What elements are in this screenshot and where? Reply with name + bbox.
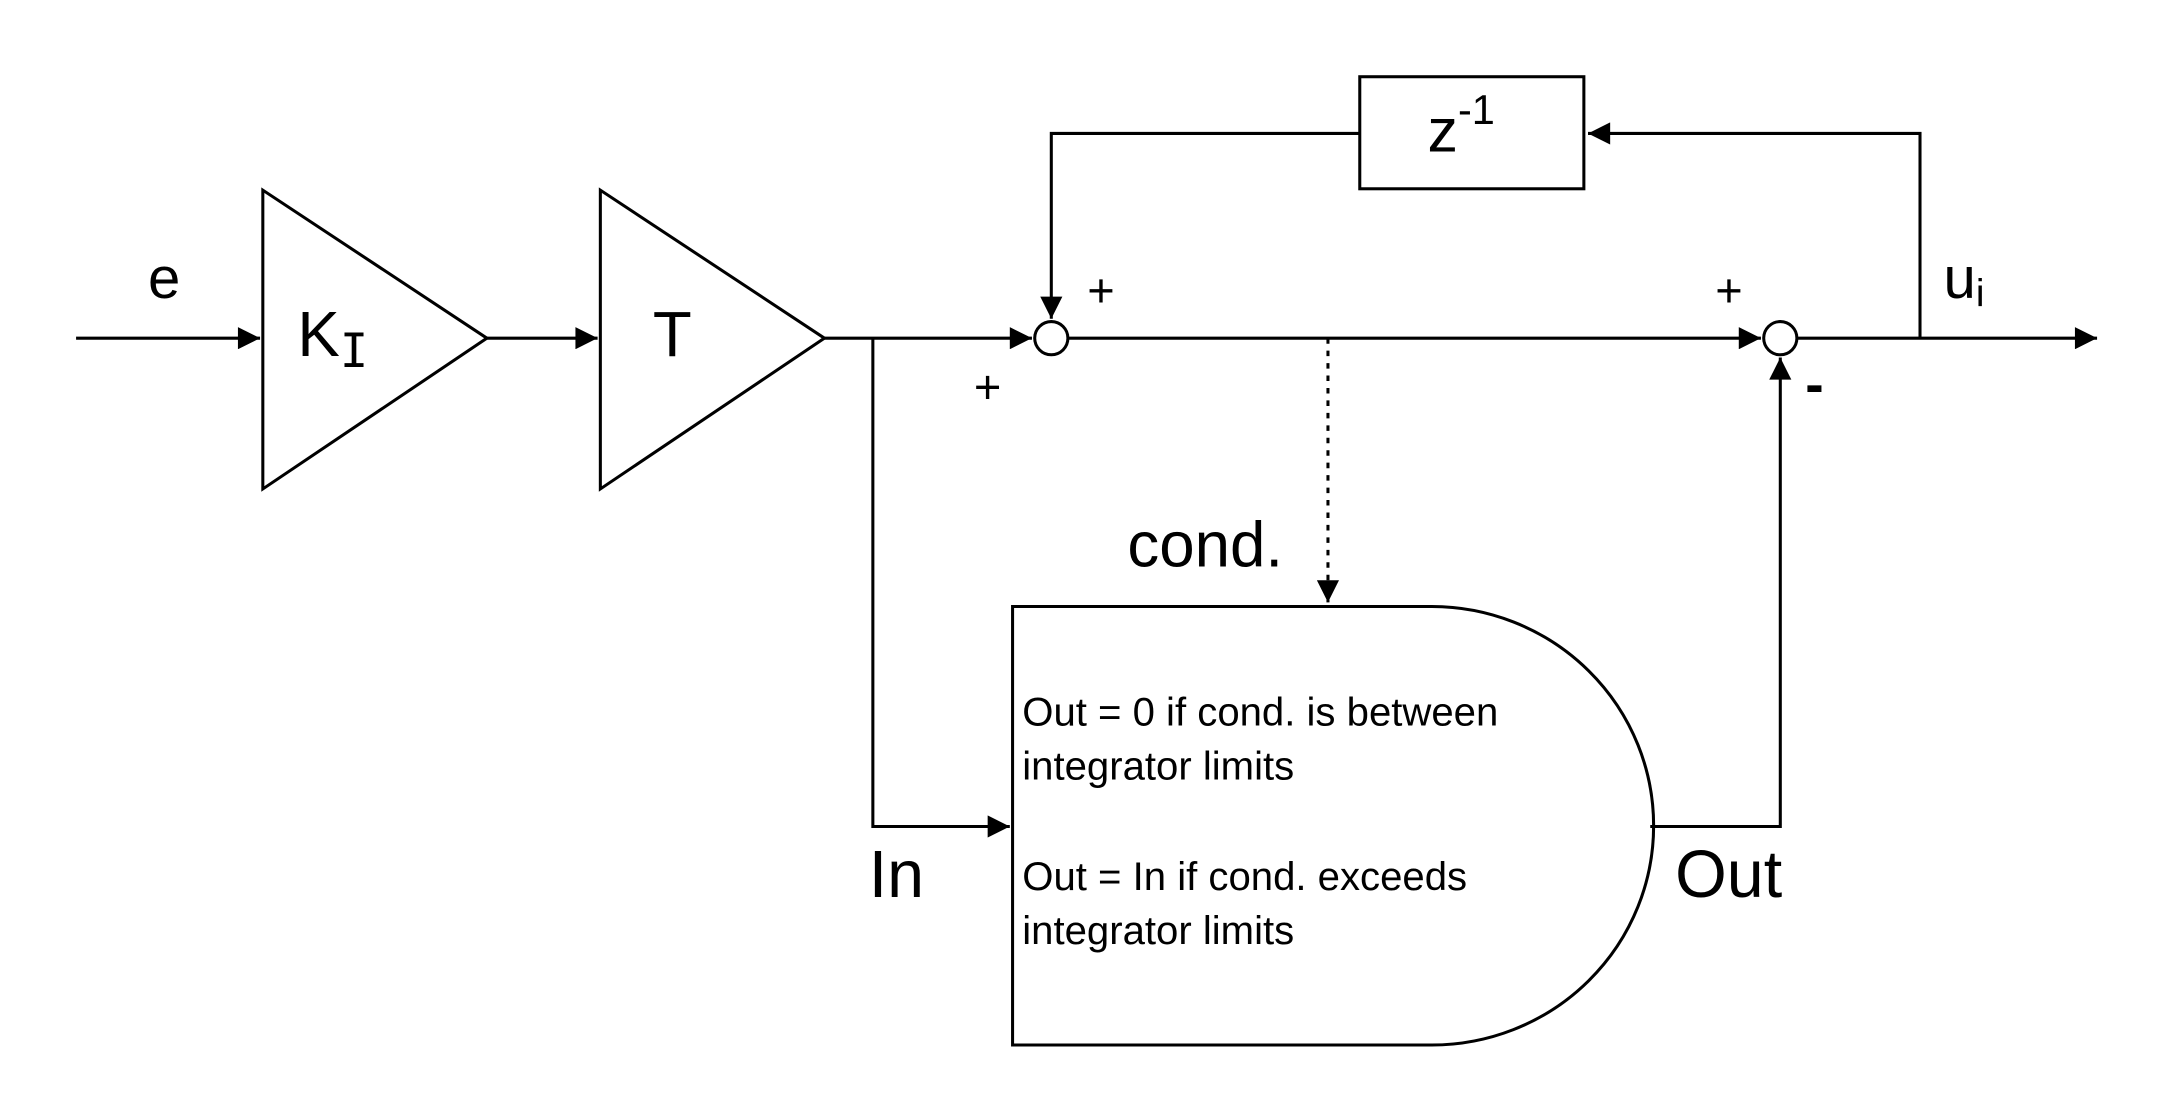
sum2-left-sign: + <box>1715 263 1742 316</box>
clamp-block <box>1011 605 1656 1047</box>
in-label: In <box>869 838 924 912</box>
delay-to-sum1 <box>1040 131 1360 319</box>
clamp-text-3: Out = In if cond. exceeds <box>1022 855 1467 899</box>
summing-junction-1 <box>1033 320 1070 357</box>
clamp-text-1: Out = 0 if cond. is between <box>1022 690 1498 734</box>
clamp-text-4: integrator limits <box>1022 909 1294 953</box>
delay-label: z-1 <box>1428 86 1495 165</box>
clamp-text-2: integrator limits <box>1022 744 1294 788</box>
delay-block <box>1358 75 1586 191</box>
input-label: e <box>148 246 180 311</box>
sum2-bottom-sign: - <box>1805 353 1823 415</box>
gain-ki-label: KI <box>297 299 368 379</box>
branch-to-clamp-in <box>871 338 1010 838</box>
feedback-to-delay <box>1588 122 1922 339</box>
sum1-left-sign: + <box>974 360 1001 413</box>
output-label: ui <box>1944 246 1985 315</box>
sum1-top-sign: + <box>1087 263 1114 316</box>
out-label: Out <box>1675 838 1782 912</box>
gain-ki-block <box>261 187 490 492</box>
clamp-out-to-sum2 <box>1650 357 1792 828</box>
gain-t-block <box>598 187 828 492</box>
cond-label: cond. <box>1127 509 1283 580</box>
summing-junction-2 <box>1762 320 1799 357</box>
gain-t-label: T <box>653 299 692 370</box>
